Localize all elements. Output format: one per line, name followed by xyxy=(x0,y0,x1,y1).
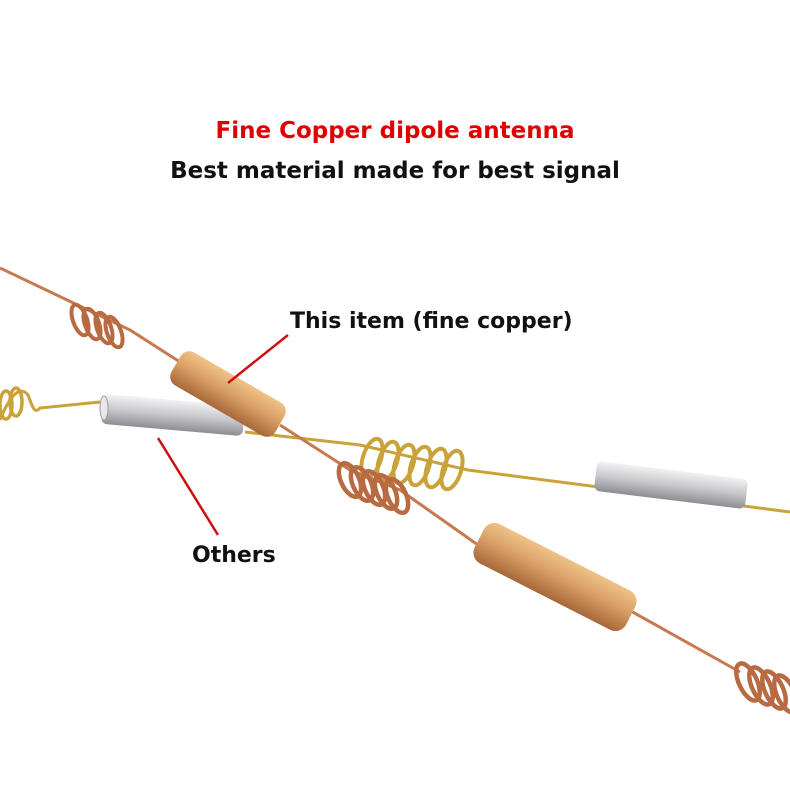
copper-coil-middle xyxy=(336,460,411,516)
page-subtitle: Best material made for best signal xyxy=(170,158,620,184)
pointer-line-others xyxy=(156,437,220,536)
label-this-item: This item (fine copper) xyxy=(290,309,573,334)
label-others: Others xyxy=(192,543,276,568)
silver-tube-right xyxy=(594,461,748,509)
gold-coil-left xyxy=(0,386,24,421)
copper-tube-upper xyxy=(170,351,286,437)
copper-coil-upper xyxy=(69,302,125,350)
copper-tube-lower xyxy=(473,522,637,632)
pointer-line-item xyxy=(227,334,289,384)
copper-coil-lower xyxy=(734,661,790,715)
copper-antenna xyxy=(0,266,790,715)
page-title: Fine Copper dipole antenna xyxy=(215,118,575,144)
